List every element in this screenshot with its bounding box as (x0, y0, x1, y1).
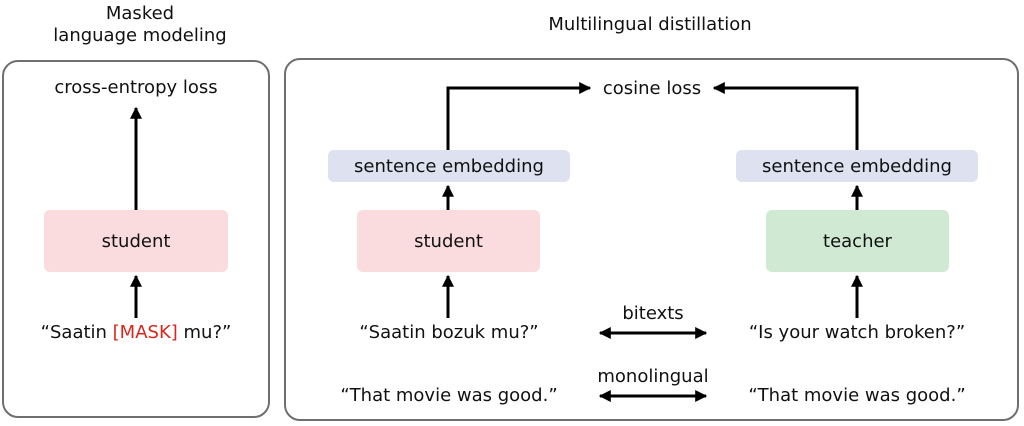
arrow-student-embedding-to-cosine (446, 82, 592, 150)
monolingual-target-sentence: “That movie was good.” (748, 385, 966, 406)
bitexts-label: bitexts (622, 303, 684, 324)
mask-token: [MASK] (112, 322, 178, 343)
left-title-line1: Masked (105, 3, 175, 24)
left-student-box: student (44, 210, 228, 272)
cosine-loss-label: cosine loss (602, 78, 702, 99)
masked-input-sentence: “Saatin [MASK] mu?” (8, 322, 264, 343)
left-title-line2: language modeling (53, 25, 227, 46)
student-embedding-label: sentence embedding (354, 155, 544, 177)
arrow-teacher-embedding-to-cosine (712, 82, 859, 150)
student-sentence-embedding: sentence embedding (328, 150, 570, 182)
left-student-label: student (101, 230, 171, 252)
monolingual-source-sentence: “That movie was good.” (340, 385, 558, 406)
monolingual-label: monolingual (597, 366, 709, 387)
teacher-label: teacher (823, 230, 892, 252)
teacher-box: teacher (766, 210, 949, 272)
teacher-sentence-embedding: sentence embedding (736, 150, 978, 182)
cross-entropy-loss-label: cross-entropy loss (54, 77, 218, 98)
right-student-label: student (414, 230, 483, 252)
masked-input-prefix: “Saatin (40, 322, 113, 343)
bitext-source-sentence: “Saatin bozuk mu?” (359, 322, 539, 343)
teacher-embedding-label: sentence embedding (762, 155, 952, 177)
distillation-panel (284, 58, 1019, 421)
right-student-box: student (357, 210, 540, 272)
mlm-panel (2, 60, 270, 418)
masked-input-suffix: mu?” (177, 322, 232, 343)
left-panel-title: Masked language modeling (30, 3, 250, 47)
right-panel-title: Multilingual distillation (548, 14, 752, 35)
bitext-target-sentence: “Is your watch broken?” (748, 322, 966, 343)
